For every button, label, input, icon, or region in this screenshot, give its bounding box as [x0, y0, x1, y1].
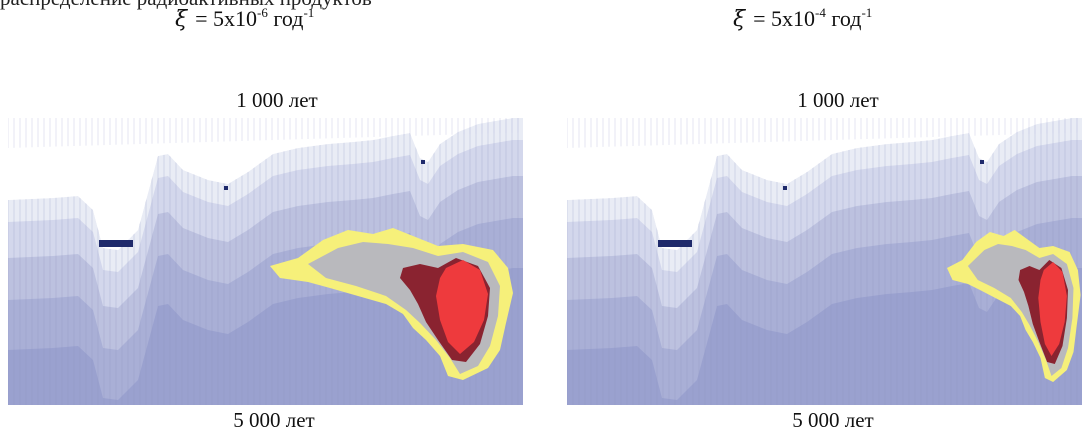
upper-grid-lines: [8, 118, 519, 148]
zone-red: [1038, 262, 1067, 356]
point-marker: [980, 160, 984, 164]
point-marker: [421, 160, 425, 164]
formula-left: ξ = 5x10-6 год-1: [175, 5, 314, 32]
formula-unit: год: [831, 6, 862, 31]
sky-mask: [567, 118, 1082, 250]
rock-layer-5: [567, 268, 1082, 405]
time-label-top-left: 1 000 лет: [236, 88, 318, 112]
point-marker: [783, 186, 787, 190]
simulation-plot-right: [567, 118, 1082, 405]
simulation-panel-left: [8, 118, 523, 405]
source-marker-bar: [99, 240, 133, 247]
formula-prefix: = 5x10: [753, 6, 816, 31]
simulation-plot-left: [8, 118, 523, 405]
sky-mask: [8, 118, 523, 250]
xi-symbol: ξ: [175, 7, 188, 32]
simulation-panel-right: [567, 118, 1082, 405]
zone-red: [436, 260, 488, 354]
upper-grid-lines: [567, 118, 1078, 148]
formula-unit: год: [273, 6, 304, 31]
xi-symbol: ξ: [733, 7, 746, 32]
time-label-bottom-left: 5 000 лет: [233, 408, 315, 432]
formula-unit-exponent: -1: [861, 5, 873, 20]
formula-right: ξ = 5x10-4 год-1: [733, 5, 872, 32]
time-label-top-right: 1 000 лет: [797, 88, 879, 112]
formula-exponent: -4: [815, 5, 826, 20]
formula-prefix: = 5x10: [195, 6, 258, 31]
clipped-header-text: распределение радиоактивных продуктов: [0, 0, 372, 11]
time-label-bottom-right: 5 000 лет: [792, 408, 874, 432]
formula-exponent: -6: [257, 5, 268, 20]
source-marker-bar: [658, 240, 692, 247]
point-marker: [224, 186, 228, 190]
formula-unit-exponent: -1: [303, 5, 315, 20]
